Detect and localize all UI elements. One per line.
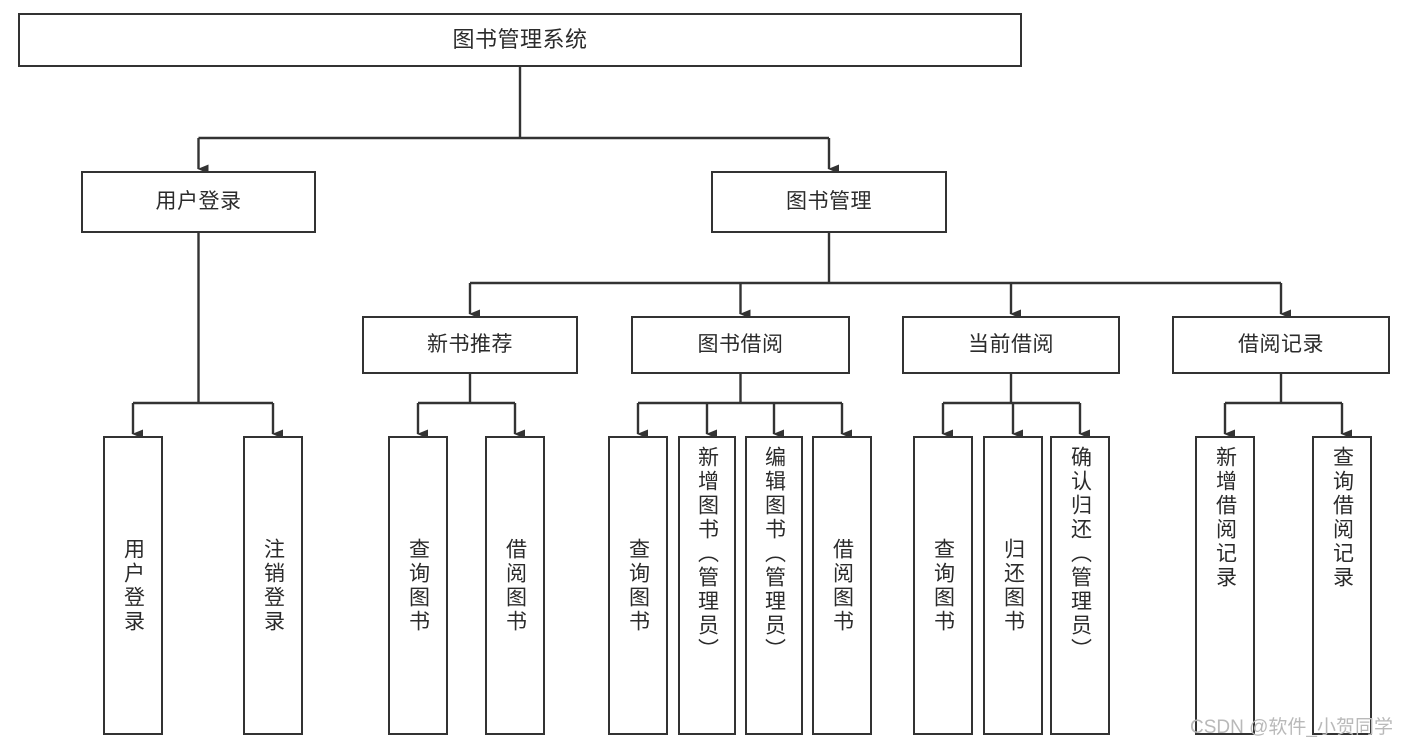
node-label-root: 图书管理系统 bbox=[452, 26, 588, 52]
watermark-text: CSDN @软件_小贺同学 bbox=[1190, 717, 1393, 738]
node-leaf-borrow-lend-book[interactable]: 借阅图书 bbox=[812, 436, 872, 735]
node-leaf-borrow-add-book[interactable]: 新增图书（管理员） bbox=[678, 436, 736, 735]
node-label-leaf-rec-query-book: 查询图书 bbox=[406, 537, 430, 634]
node-label-borrow-record: 借阅记录 bbox=[1238, 333, 1324, 357]
node-label-leaf-user-logout: 注销登录 bbox=[261, 537, 285, 634]
node-current-borrow[interactable]: 当前借阅 bbox=[902, 316, 1120, 374]
edges-group bbox=[131, 67, 1352, 439]
node-leaf-user-logout[interactable]: 注销登录 bbox=[243, 436, 303, 735]
node-book-borrow[interactable]: 图书借阅 bbox=[631, 316, 850, 374]
node-leaf-cur-query-book[interactable]: 查询图书 bbox=[913, 436, 973, 735]
node-label-leaf-rec-borrow-book: 借阅图书 bbox=[503, 537, 527, 634]
node-label-book-borrow: 图书借阅 bbox=[697, 333, 784, 357]
node-leaf-borrow-edit-book[interactable]: 编辑图书（管理员） bbox=[745, 436, 803, 735]
node-leaf-rec-borrow-book[interactable]: 借阅图书 bbox=[485, 436, 545, 735]
node-new-book-rec[interactable]: 新书推荐 bbox=[362, 316, 578, 374]
node-label-leaf-rec-query-record: 查询借阅记录 bbox=[1330, 446, 1354, 590]
node-label-leaf-cur-confirm-return: 确认归还（管理员） bbox=[1068, 446, 1092, 662]
node-leaf-cur-return-book[interactable]: 归还图书 bbox=[983, 436, 1043, 735]
node-label-leaf-borrow-edit-book: 编辑图书（管理员） bbox=[762, 446, 786, 662]
node-label-leaf-cur-query-book: 查询图书 bbox=[931, 537, 955, 634]
node-leaf-borrow-query-book[interactable]: 查询图书 bbox=[608, 436, 668, 735]
node-label-current-borrow: 当前借阅 bbox=[968, 333, 1054, 357]
node-label-leaf-borrow-add-book: 新增图书（管理员） bbox=[695, 446, 719, 662]
node-borrow-record[interactable]: 借阅记录 bbox=[1172, 316, 1390, 374]
node-leaf-rec-add-record[interactable]: 新增借阅记录 bbox=[1195, 436, 1255, 735]
node-label-book-manage: 图书管理 bbox=[786, 190, 872, 214]
node-leaf-cur-confirm-return[interactable]: 确认归还（管理员） bbox=[1050, 436, 1110, 735]
node-label-user-login: 用户登录 bbox=[155, 190, 242, 214]
node-leaf-user-login[interactable]: 用户登录 bbox=[103, 436, 163, 735]
node-leaf-rec-query-record[interactable]: 查询借阅记录 bbox=[1312, 436, 1372, 735]
node-label-leaf-borrow-lend-book: 借阅图书 bbox=[830, 537, 854, 634]
node-label-leaf-user-login: 用户登录 bbox=[121, 537, 145, 634]
node-label-leaf-rec-add-record: 新增借阅记录 bbox=[1213, 446, 1237, 590]
node-user-login[interactable]: 用户登录 bbox=[81, 171, 316, 233]
node-leaf-rec-query-book[interactable]: 查询图书 bbox=[388, 436, 448, 735]
node-label-leaf-cur-return-book: 归还图书 bbox=[1001, 537, 1025, 634]
node-label-new-book-rec: 新书推荐 bbox=[427, 333, 513, 357]
node-label-leaf-borrow-query-book: 查询图书 bbox=[626, 537, 650, 634]
node-book-manage[interactable]: 图书管理 bbox=[711, 171, 947, 233]
node-root[interactable]: 图书管理系统 bbox=[18, 13, 1022, 67]
